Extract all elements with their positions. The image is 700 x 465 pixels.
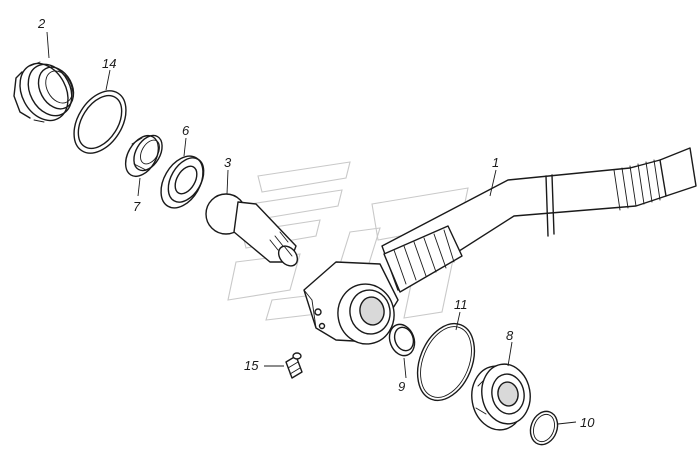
leader-lines <box>46 31 577 425</box>
part-1-socket-boot <box>383 225 463 293</box>
part-7-split-ring <box>124 134 163 177</box>
part-14-washer <box>73 90 127 154</box>
callout-11: 11 <box>454 297 468 312</box>
callout-1: 1 <box>492 155 500 170</box>
part-1-tie-rod <box>303 147 697 345</box>
part-6-ring <box>160 155 205 209</box>
callout-8: 8 <box>506 328 514 343</box>
callout-2: 2 <box>38 16 46 31</box>
callout-15: 15 <box>244 358 259 373</box>
part-1-socket-head <box>303 261 399 345</box>
part-9-small-ring <box>388 323 416 357</box>
part-2-threaded-nut <box>13 61 75 123</box>
part-8-cover <box>471 363 531 431</box>
part-1-right-boot <box>613 147 697 211</box>
part-3-ball-pin <box>205 193 299 267</box>
part-15-grease-fitting <box>285 352 303 379</box>
callout-3: 3 <box>224 155 232 170</box>
callout-9: 9 <box>398 379 406 394</box>
callout-10: 10 <box>580 415 595 430</box>
callout-7: 7 <box>133 199 141 214</box>
callout-14: 14 <box>102 56 117 71</box>
callout-6: 6 <box>182 123 190 138</box>
part-11-o-ring <box>416 322 476 402</box>
part-10-small-ring <box>529 410 559 446</box>
